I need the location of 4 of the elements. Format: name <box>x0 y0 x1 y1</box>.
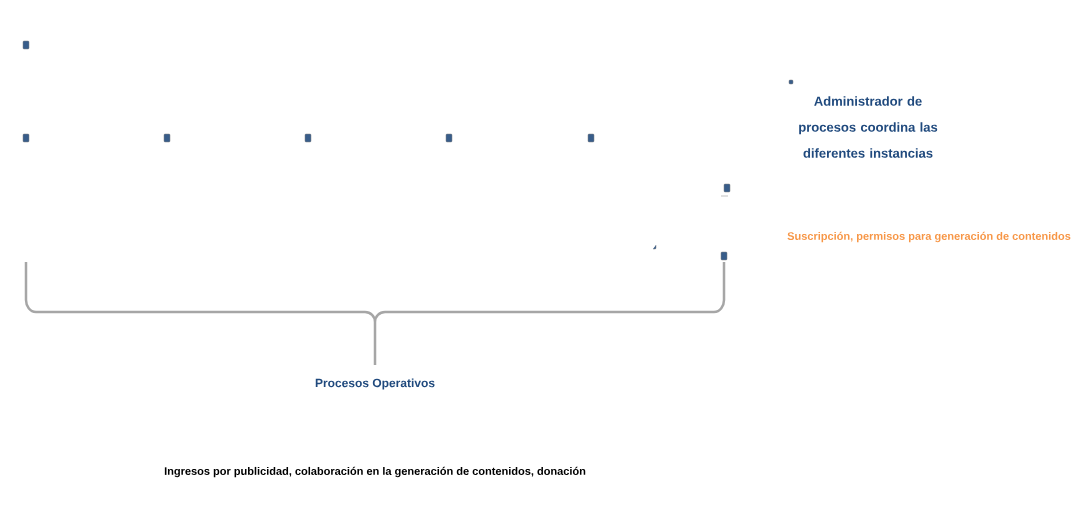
label-text: Procesos Operativos <box>315 378 435 390</box>
label-text: Ingresos por publicidad, colaboración en la generación de contenidos, donación <box>164 466 586 478</box>
label-text: Administrador de procesos coordina las diferentes instancias <box>799 96 938 158</box>
label-text: Suscripción, permisos para generación de contenidos <box>787 231 1071 243</box>
